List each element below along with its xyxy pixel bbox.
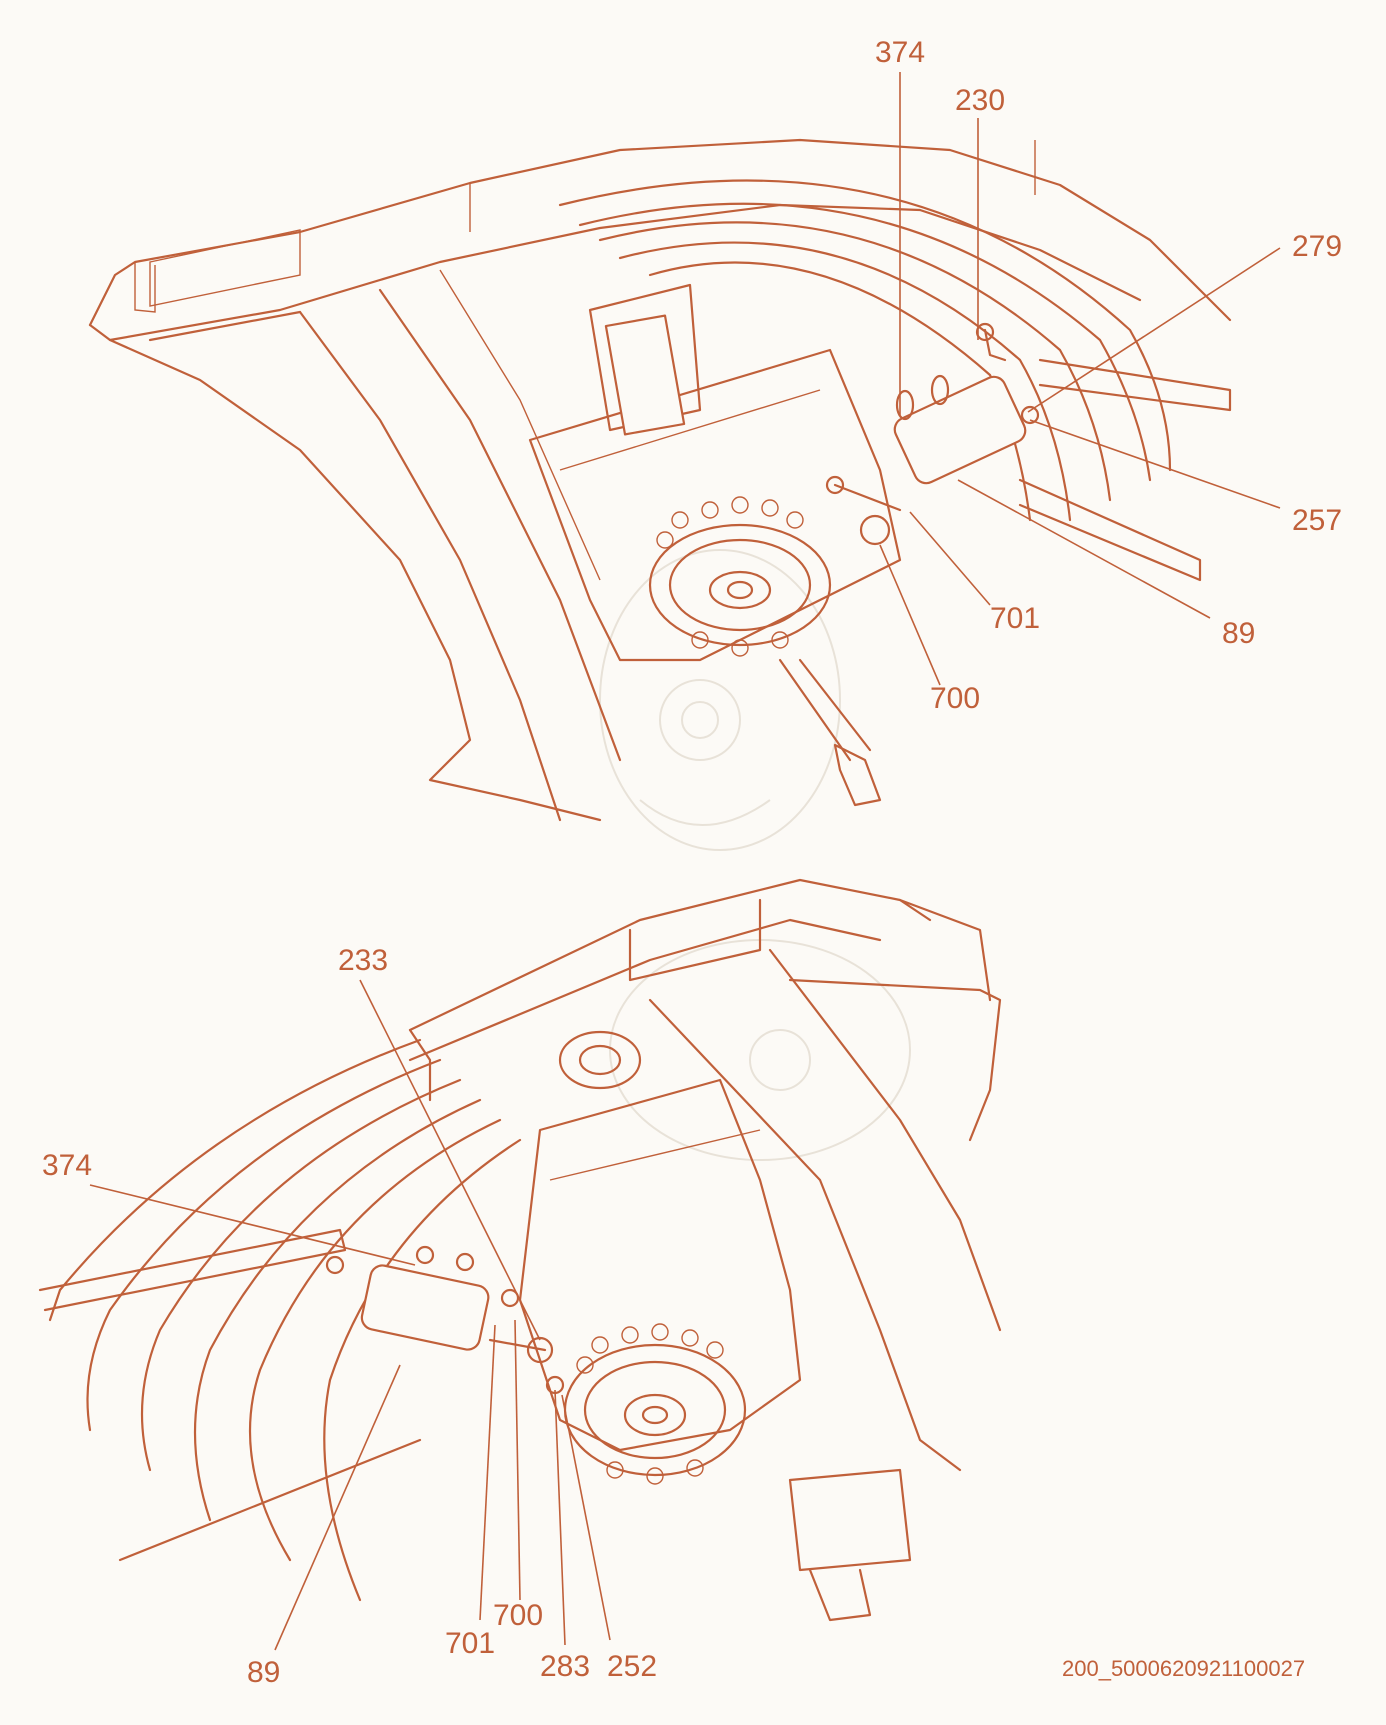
reference-code: 200_5000620921100027 (1062, 1656, 1305, 1681)
watermark-mascot (599, 549, 911, 1161)
callout-252-lower: 252 (607, 1650, 657, 1683)
callout-283-lower: 283 (540, 1650, 590, 1683)
callout-374-upper: 374 (875, 36, 925, 69)
callout-374-lower: 374 (42, 1149, 92, 1182)
callout-701-upper: 701 (990, 602, 1040, 635)
upper-view-drawing (88, 138, 1232, 822)
upper-callouts: 374 230 279 257 89 701 700 (875, 36, 1342, 715)
upper-leaders (879, 72, 1281, 686)
lower-view-drawing (38, 878, 1002, 1622)
lower-leaders (89, 979, 611, 1651)
callout-230-upper: 230 (955, 84, 1005, 117)
callout-279-upper: 279 (1292, 230, 1342, 263)
callout-89-upper: 89 (1222, 617, 1255, 650)
callout-89-lower: 89 (247, 1656, 280, 1689)
callout-257-upper: 257 (1292, 504, 1342, 537)
callout-701-lower: 701 (445, 1627, 495, 1660)
callout-700-lower: 700 (493, 1599, 543, 1632)
callout-233-lower: 233 (338, 944, 388, 977)
lower-callouts: 233 374 700 701 89 283 252 (42, 944, 657, 1689)
callout-700-upper: 700 (930, 682, 980, 715)
